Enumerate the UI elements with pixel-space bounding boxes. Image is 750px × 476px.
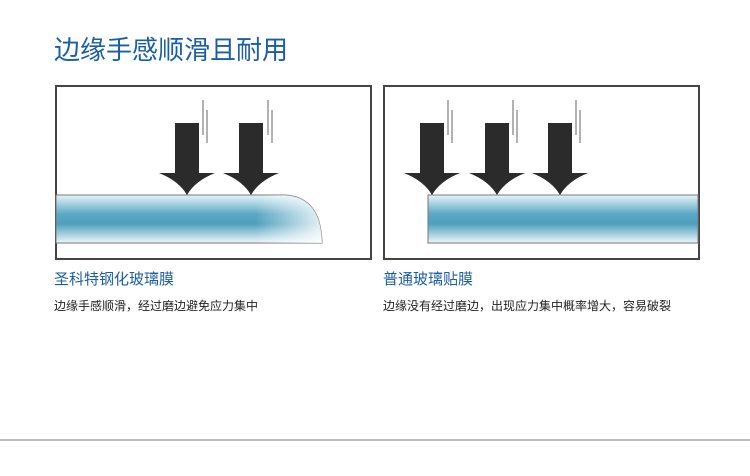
- square-glass-edge: [427, 194, 699, 244]
- arrow-icon: [404, 123, 588, 195]
- tempered-glass-illustration: [55, 85, 372, 260]
- bottom-divider: [0, 439, 750, 441]
- arrow-icon: [159, 123, 279, 195]
- left-description: 边缘手感顺滑，经过磨边避免应力集中: [54, 299, 259, 313]
- ordinary-glass-illustration: [383, 85, 700, 260]
- page-title: 边缘手感顺滑且耐用: [54, 36, 289, 66]
- right-description: 边缘没有经过磨边，出现应力集中概率增大，容易破裂: [383, 299, 672, 313]
- left-product-name: 圣科特钢化玻璃膜: [54, 270, 175, 288]
- right-product-name: 普通玻璃贴膜: [383, 270, 474, 288]
